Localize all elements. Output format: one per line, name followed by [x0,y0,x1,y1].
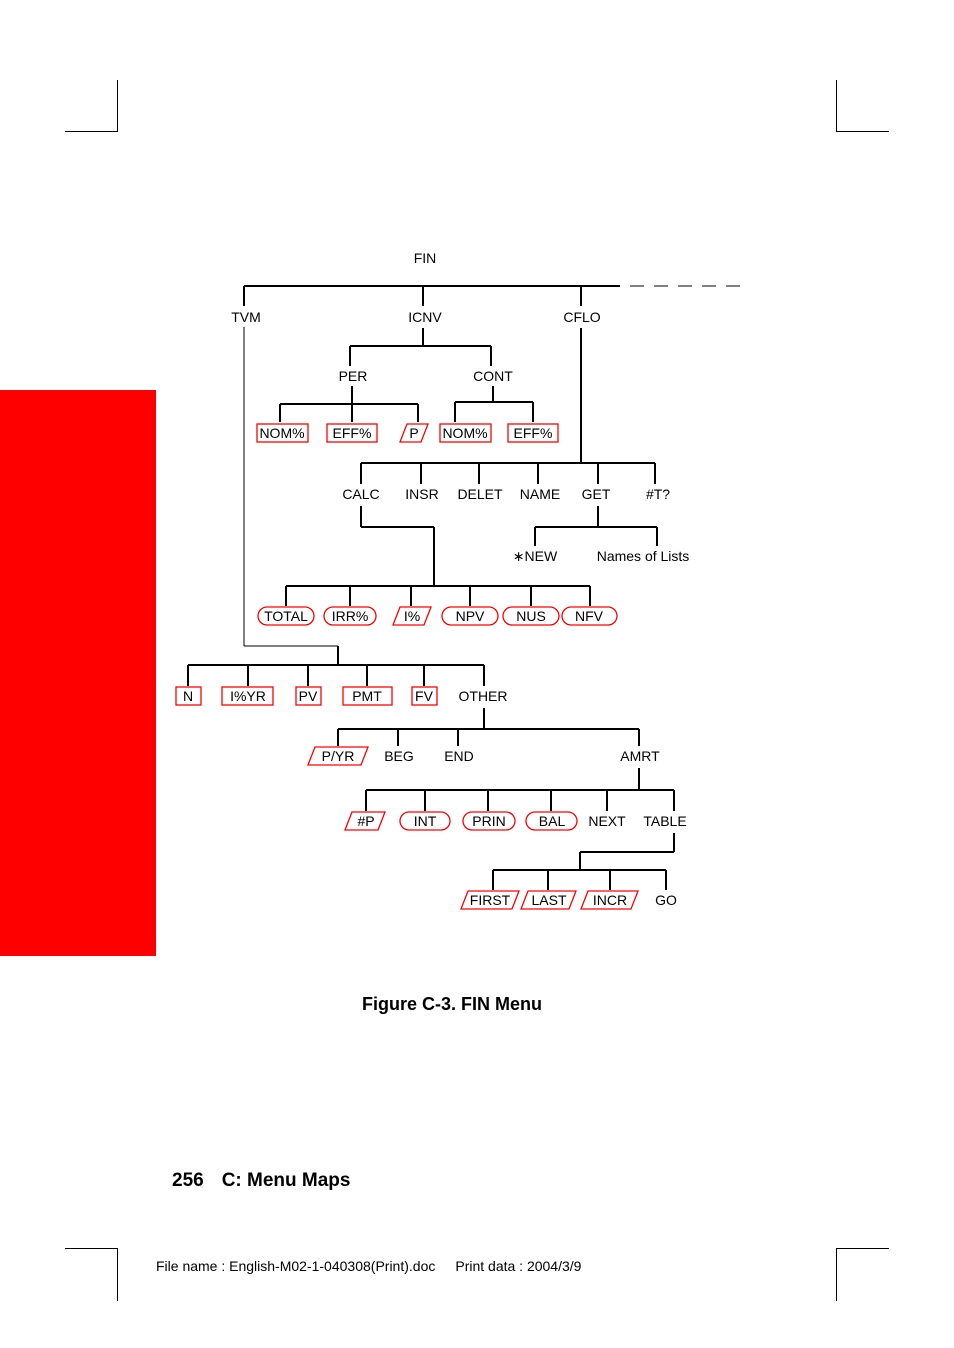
key-bal: BAL [539,813,566,829]
key-incr: INCR [593,892,627,908]
key-outline-last [520,890,577,910]
node-insr: INSR [405,486,438,502]
node-go: GO [655,892,677,908]
key-outline-total [257,606,315,626]
key-nus: NUS [516,608,546,624]
key-i-yr: I%YR [230,688,266,704]
key-last: LAST [531,892,566,908]
section-title: C: Menu Maps [221,1170,351,1191]
key-outline-eff-cont [507,423,559,443]
node-end: END [444,748,474,764]
page-number: 256 [172,1170,204,1191]
key-fv: FV [415,688,434,704]
key-outline-prin [462,811,516,831]
key-outline-p [399,423,429,443]
page-footer-heading: 256 C: Menu Maps [172,1170,368,1192]
key-outline-fv [411,686,438,706]
key-total: TOTAL [264,608,308,624]
node-name: NAME [520,486,560,502]
key-irr: IRR% [332,608,369,624]
chapter-tab [0,390,156,956]
node-get: GET [582,486,611,502]
key-n: N [183,688,193,704]
key-outline-nom-cont [439,423,492,443]
key-first: FIRST [470,892,511,908]
key-npv: NPV [456,608,485,624]
node-cont: CONT [473,368,513,384]
key-outline-incr [580,890,639,910]
key-outline-bal [525,811,578,831]
key-outline-num-p [344,811,386,831]
node-fin: FIN [414,250,437,266]
figure-caption: Figure C-3. FIN Menu [362,994,542,1014]
crop-mark-bottom-right-vertical [836,1248,837,1301]
key-outline-pv [295,686,322,706]
key-eff-per: EFF% [333,425,372,441]
key-outline-pmt [342,686,393,706]
crop-mark-top-left-vertical [117,80,118,132]
key-outline-n [175,686,202,706]
node-per: PER [339,368,368,384]
key-outline-nus [502,606,560,626]
node-num-t: #T? [646,486,670,502]
key-outline-nom-per [256,423,309,443]
file-name: File name : English-M02-1-040308(Print).… [156,1258,436,1274]
crop-mark-top-right-vertical [836,80,837,132]
key-outline-eff-per [326,423,378,443]
key-p-yr: P/YR [322,748,355,764]
node-names-of-lists: Names of Lists [597,548,690,564]
key-outline-irr [323,606,377,626]
key-outline-nfv [561,606,618,626]
crop-mark-top-right-horizontal [836,131,889,132]
crop-mark-bottom-left-vertical [117,1248,118,1301]
key-nom-per: NOM% [259,425,304,441]
crop-mark-bottom-left-horizontal [65,1248,118,1249]
key-pmt: PMT [352,688,382,704]
key-i: I% [404,608,420,624]
key-outline-i-yr [221,686,274,706]
key-outline-p-yr [307,746,369,766]
key-outline-first [460,890,520,910]
node-table: TABLE [643,813,686,829]
key-nom-cont: NOM% [442,425,487,441]
key-nfv: NFV [575,608,604,624]
key-int: INT [414,813,437,829]
key-outline-int [399,811,451,831]
key-num-p: #P [357,813,374,829]
node-delet: DELET [457,486,503,502]
file-info: File name : English-M02-1-040308(Print).… [156,1258,581,1274]
fin-menu-tree: FIN TVM ICNV CFLO PER CONT NOM% EFF% P N… [175,250,740,910]
key-pv: PV [299,688,318,704]
key-prin: PRIN [472,813,505,829]
key-p: P [409,425,418,441]
node-cflo: CFLO [563,309,600,325]
node-tvm: TVM [231,309,261,325]
node-beg: BEG [384,748,414,764]
node-next: NEXT [588,813,626,829]
node-new: ∗NEW [513,548,558,564]
key-outline-i [392,606,432,626]
node-other: OTHER [459,688,508,704]
node-amrt: AMRT [620,748,660,764]
key-outline-npv [441,606,499,626]
node-calc: CALC [342,486,379,502]
crop-mark-bottom-right-horizontal [836,1248,889,1249]
key-eff-cont: EFF% [514,425,553,441]
print-date: Print data : 2004/3/9 [455,1258,582,1274]
node-icnv: ICNV [408,309,442,325]
crop-mark-top-left-horizontal [65,131,118,132]
